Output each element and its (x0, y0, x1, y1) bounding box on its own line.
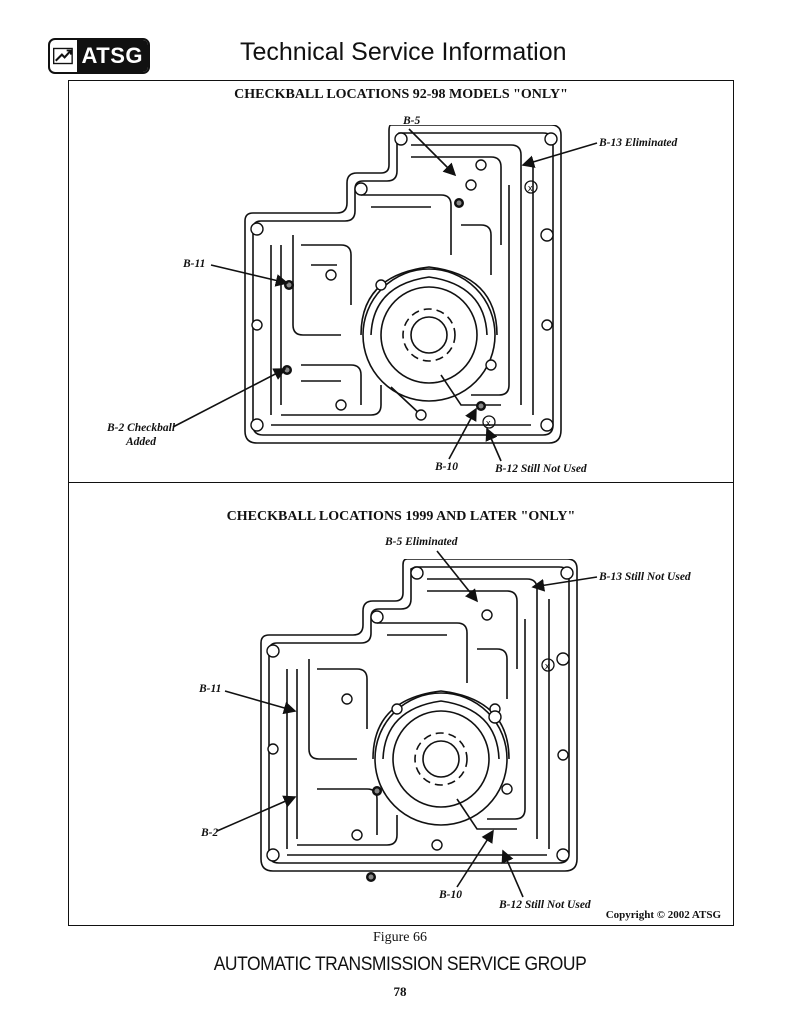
copyright: Copyright © 2002 ATSG (605, 909, 721, 921)
atsg-logo: ATSG (48, 38, 150, 74)
valve-body-plate-1: x x (244, 125, 562, 444)
label-b13-still-not-used: B-13 Still Not Used (599, 571, 691, 583)
logo-mark-icon (53, 47, 73, 65)
panel2-title: CHECKBALL LOCATIONS 1999 AND LATER "ONLY… (226, 509, 576, 524)
svg-text:x: x (545, 661, 550, 671)
label-b2-line1: B-2 Checkball (106, 422, 176, 434)
label-b2-lower: B-2 (201, 827, 219, 839)
label-b5-eliminated: B-5 Eliminated (385, 536, 458, 548)
label-b12: B-12 Still Not Used (495, 463, 587, 475)
figure-caption: Figure 66 (372, 930, 428, 945)
page-title: Technical Service Information (240, 38, 567, 66)
checkball-markers: x (366, 658, 555, 882)
panel1-title: CHECKBALL LOCATIONS 92-98 MODELS "ONLY" (234, 87, 568, 102)
footer-org-name: AUTOMATIC TRANSMISSION SERVICE GROUP (213, 954, 587, 975)
label-b10-lower: B-10 (439, 889, 462, 901)
page-number: 78 (393, 984, 407, 999)
label-b11: B-11 (183, 258, 206, 270)
svg-text:x: x (528, 183, 533, 193)
valve-body-plate-2: x (260, 559, 578, 882)
label-b13: B-13 Eliminated (599, 137, 678, 149)
label-b11-lower: B-11 (199, 683, 222, 695)
figure-frame: CHECKBALL LOCATIONS 92-98 MODELS "ONLY" (68, 80, 734, 926)
svg-text:x: x (486, 418, 491, 428)
label-b5: B-5 (403, 115, 421, 127)
label-b10: B-10 (435, 461, 458, 473)
panel-divider (69, 482, 733, 483)
logo-text: ATSG (76, 40, 148, 72)
label-b2-line2: Added (125, 436, 157, 448)
checkball-markers: x x (282, 180, 538, 429)
label-b12-lower: B-12 Still Not Used (499, 899, 591, 911)
